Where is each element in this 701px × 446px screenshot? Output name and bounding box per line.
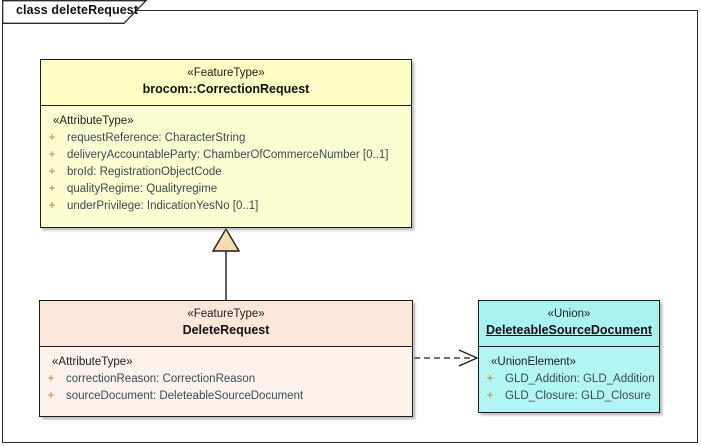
class-header-delete-request: «FeatureType» DeleteRequest — [40, 301, 412, 346]
dependency-arrowhead — [458, 349, 479, 367]
generalization-connector — [211, 227, 241, 300]
class-divider — [479, 346, 659, 347]
attribute-label: GLD_Addition: GLD_Addition — [505, 373, 655, 385]
class-name: DeleteableSourceDocument — [485, 323, 653, 337]
attribute-label: underPrivilege: IndicationYesNo [0..1] — [67, 200, 259, 212]
attribute-row[interactable]: + sourceDocument: DeleteableSourceDocume… — [40, 388, 412, 405]
class-box-delete-request[interactable]: «FeatureType» DeleteRequest «AttributeTy… — [39, 300, 413, 417]
visibility-marker: + — [486, 390, 494, 402]
attribute-row[interactable]: + GLD_Addition: GLD_Addition — [479, 371, 659, 388]
class-attributes-delete-request: «AttributeType» + correctionReason: Corr… — [40, 347, 412, 411]
visibility-marker: + — [48, 166, 56, 178]
class-stereotype: «FeatureType» — [187, 308, 265, 320]
attribute-label: deliveryAccountableParty: ChamberOfComme… — [67, 149, 389, 161]
class-attributes-correction-request: «AttributeType» + requestReference: Char… — [41, 106, 411, 221]
dependency-connector — [414, 349, 479, 367]
class-box-correction-request[interactable]: «FeatureType» brocom::CorrectionRequest … — [40, 59, 412, 228]
visibility-marker: + — [47, 373, 55, 385]
attribute-row[interactable]: + qualityRegime: Qualityregime — [41, 181, 411, 198]
attribute-row[interactable]: + GLD_Closure: GLD_Closure — [479, 388, 659, 405]
class-divider — [40, 346, 412, 347]
class-name: brocom::CorrectionRequest — [142, 82, 310, 96]
visibility-marker: + — [48, 132, 56, 144]
attribute-group-stereotype: «AttributeType» — [53, 115, 134, 127]
class-stereotype: «Union» — [547, 308, 591, 320]
class-divider — [41, 105, 411, 106]
attribute-label: requestReference: CharacterString — [67, 132, 246, 144]
attribute-label: GLD_Closure: GLD_Closure — [505, 390, 651, 402]
attribute-group-stereotype: «AttributeType» — [52, 356, 133, 368]
diagram-tab[interactable]: class deleteRequest — [2, 0, 152, 24]
visibility-marker: + — [47, 390, 55, 402]
class-box-deleteable-source-document[interactable]: «Union» DeleteableSourceDocument «UnionE… — [478, 300, 660, 413]
attribute-label: broId: RegistrationObjectCode — [67, 166, 222, 178]
attribute-row[interactable]: + requestReference: CharacterString — [41, 130, 411, 147]
attribute-row[interactable]: + correctionReason: CorrectionReason — [40, 371, 412, 388]
visibility-marker: + — [486, 373, 494, 385]
visibility-marker: + — [48, 149, 56, 161]
diagram-tab-shape — [2, 0, 148, 24]
attribute-row[interactable]: + deliveryAccountableParty: ChamberOfCom… — [41, 147, 411, 164]
attribute-label: correctionReason: CorrectionReason — [66, 373, 256, 385]
generalization-triangle — [211, 227, 241, 252]
attribute-label: sourceDocument: DeleteableSourceDocument — [66, 390, 304, 402]
attribute-row[interactable]: + broId: RegistrationObjectCode — [41, 164, 411, 181]
class-header-correction-request: «FeatureType» brocom::CorrectionRequest — [41, 60, 411, 105]
attribute-group-stereotype: «UnionElement» — [491, 356, 577, 368]
visibility-marker: + — [48, 183, 56, 195]
class-attributes-deleteable-source-document: «UnionElement» + GLD_Addition: GLD_Addit… — [479, 347, 659, 411]
class-stereotype: «FeatureType» — [187, 67, 265, 79]
visibility-marker: + — [48, 200, 56, 212]
diagram-tab-label: class deleteRequest — [16, 3, 139, 17]
attribute-label: qualityRegime: Qualityregime — [67, 183, 218, 195]
attribute-row[interactable]: + underPrivilege: IndicationYesNo [0..1] — [41, 198, 411, 215]
class-name: DeleteRequest — [182, 323, 270, 337]
class-header-deleteable-source-document: «Union» DeleteableSourceDocument — [479, 301, 659, 346]
